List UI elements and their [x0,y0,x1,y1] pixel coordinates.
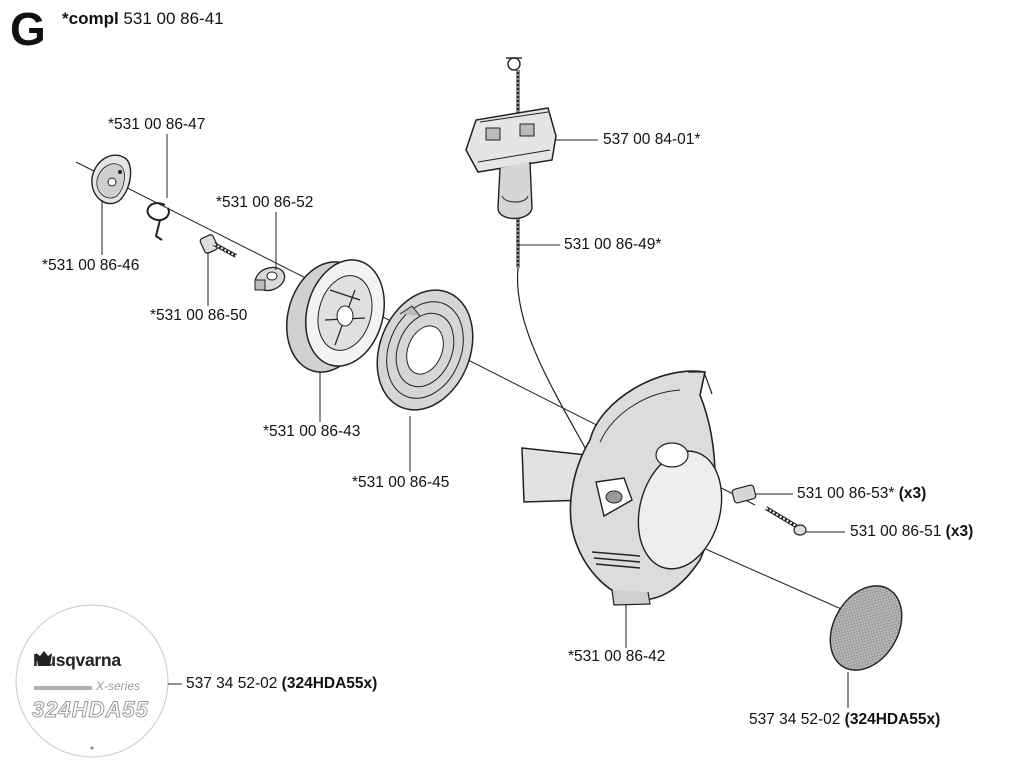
recoil-spring-part [376,289,474,411]
part-label: *531 00 86-47 [108,116,206,133]
starter-housing-part [521,370,723,606]
part-label: 537 34 52-02 (324HDA55x) [749,711,941,728]
part-label: 537 00 84-01* [603,131,701,148]
part-label: 531 00 86-51 (x3) [850,523,974,540]
part-label: *531 00 86-50 [150,307,248,324]
part-label: *531 00 86-43 [263,423,361,440]
part-label: *531 00 86-42 [568,648,666,665]
part-label: 537 34 52-02 (324HDA55x) [186,675,378,692]
part-label: 531 00 86-53* (x3) [797,485,927,502]
brand-decal-circle [15,604,169,758]
sleeve-part [731,484,757,504]
cover-decal-part [829,585,903,671]
rope-pulley-part [285,259,386,373]
kit-number: 531 00 86-41 [123,9,224,28]
starter-handle-part [465,57,601,476]
section-letter: G [10,3,46,55]
spring-clip-part [146,202,170,241]
husqvarna-crown-icon [36,651,52,666]
part-label: *531 00 86-45 [352,474,450,491]
brand-series: X-series [96,679,141,693]
part-label: *531 00 86-46 [42,257,140,274]
center-screw-part [199,234,237,258]
hub-nut-part [254,266,286,292]
brand-model: 324HDA55 [32,697,149,723]
pawl-plate-part [91,154,132,205]
decal-dot [90,746,94,750]
part-label: *531 00 86-52 [216,194,314,211]
series-stripe [34,686,92,690]
part-label: 531 00 86-49* [564,236,662,253]
kit-prefix: *compl [62,9,119,28]
kit-label: *compl 531 00 86-41 [62,9,224,29]
brand-name: Husqvarna [33,650,121,670]
bolt-part [764,506,807,536]
